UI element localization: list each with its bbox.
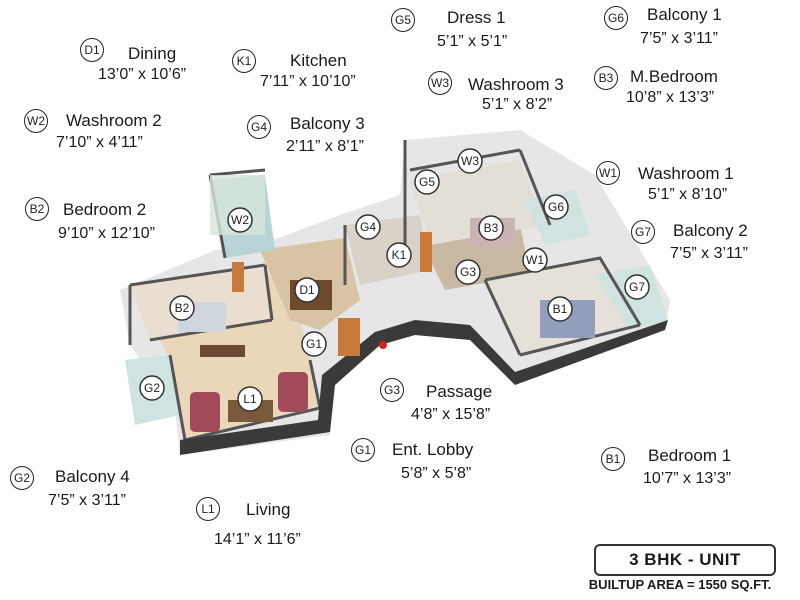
door-kitchen: [420, 232, 432, 272]
svg-text:G3: G3: [460, 265, 476, 279]
legend-badge: D1: [80, 38, 104, 62]
legend-badge: B2: [25, 197, 49, 221]
plan-marker-w1: W1: [522, 247, 548, 273]
svg-text:K1: K1: [392, 248, 407, 262]
legend-room-name: Kitchen: [290, 51, 347, 70]
plan-marker-g3: G3: [455, 259, 481, 285]
legend-room-name: Dress 1: [447, 8, 506, 27]
legend-badge: B1: [601, 447, 625, 471]
legend-room-name: Dining: [128, 44, 177, 63]
legend-room-dims: 2’11” x 8’1”: [286, 138, 364, 155]
plan-marker-g4: G4: [355, 214, 381, 240]
plan-marker-l1: L1: [237, 386, 263, 412]
svg-text:G6: G6: [548, 200, 564, 214]
legend-room-name: Balcony 2: [673, 221, 748, 240]
legend-room-name: Passage: [426, 382, 493, 401]
legend-room-dims: 13’0” x 10’6”: [98, 66, 187, 83]
plan-marker-w3: W3: [457, 148, 483, 174]
legend-room-name: Balcony 1: [647, 5, 722, 24]
legend-room-dims: 7’11” x 10’10”: [260, 73, 356, 90]
svg-text:G4: G4: [360, 220, 376, 234]
legend-badge: B3: [594, 66, 618, 90]
legend-badge: W2: [24, 109, 48, 133]
legend-badge: G5: [391, 8, 415, 32]
legend-room-dims: 5’1” x 8’10”: [648, 186, 728, 203]
legend-badge: W1: [596, 161, 620, 185]
plan-marker-g6: G6: [543, 194, 569, 220]
builtup-area-label: BUILTUP AREA = 1550 SQ.FT.: [588, 577, 772, 592]
legend-room-dims: 7’10” x 4’11”: [56, 134, 143, 151]
plan-marker-b2: B2: [169, 295, 195, 321]
unit-type-label: 3 BHK - UNIT: [594, 544, 776, 576]
svg-text:G5: G5: [419, 175, 435, 189]
svg-text:B1: B1: [553, 302, 568, 316]
svg-text:B2: B2: [175, 301, 190, 315]
plan-marker-w2: W2: [227, 207, 253, 233]
legend-room-name: Bedroom 1: [648, 446, 732, 465]
svg-text:W1: W1: [526, 253, 544, 267]
legend-badge: G4: [247, 115, 271, 139]
door-dining: [232, 262, 244, 292]
tv-unit: [200, 345, 245, 357]
legend-badge: G1: [351, 438, 375, 462]
legend-room-dims: 5’1” x 5’1”: [437, 33, 508, 50]
legend-badge: G2: [10, 466, 34, 490]
entry-marker: [379, 341, 387, 349]
legend-room-dims: 9’10” x 12’10”: [58, 225, 155, 242]
outer-wall-front: [180, 320, 668, 455]
legend-badge: L1: [196, 497, 220, 521]
plan-marker-g1: G1: [301, 331, 327, 357]
plan-marker-b1: B1: [547, 296, 573, 322]
legend-room-name: Bedroom 2: [63, 200, 147, 219]
legend-room-name: M.Bedroom: [630, 67, 718, 86]
legend-badge: G6: [604, 6, 628, 30]
sofa-left: [190, 392, 220, 432]
legend-room-name: Balcony 3: [290, 114, 365, 133]
legend-badge: K1: [232, 49, 256, 73]
plan-marker-b3: B3: [478, 215, 504, 241]
svg-text:B3: B3: [484, 221, 499, 235]
legend-room-name: Living: [246, 500, 291, 519]
svg-text:G2: G2: [144, 381, 160, 395]
legend-room-dims: 5’8” x 5’8”: [401, 465, 472, 482]
legend-badge: G7: [631, 220, 655, 244]
plan-marker-k1: K1: [386, 242, 412, 268]
legend-room-name: Washroom 1: [638, 164, 734, 183]
plan-marker-g7: G7: [624, 274, 650, 300]
svg-text:D1: D1: [299, 283, 315, 297]
legend-room-dims: 10’8” x 13’3”: [626, 89, 715, 106]
svg-text:G7: G7: [629, 280, 645, 294]
legend-room-name: Washroom 3: [468, 75, 564, 94]
door-entrance: [338, 318, 360, 356]
plan-marker-g5: G5: [414, 169, 440, 195]
svg-text:G1: G1: [306, 337, 322, 351]
legend-room-dims: 14’1” x 11’6”: [214, 531, 301, 548]
legend-badge: W3: [428, 71, 452, 95]
legend-room-dims: 7’5” x 3’11”: [640, 30, 718, 47]
legend-room-name: Ent. Lobby: [392, 440, 474, 459]
svg-text:W2: W2: [231, 213, 249, 227]
legend-room-dims: 10’7” x 13’3”: [643, 470, 732, 487]
legend-room-dims: 4’8” x 15’8”: [411, 406, 491, 423]
plan-marker-d1: D1: [294, 277, 320, 303]
legend-badge: G3: [380, 378, 404, 402]
sofa-right: [278, 372, 308, 412]
legend-room-dims: 7’5” x 3’11”: [48, 492, 126, 509]
legend-room-name: Washroom 2: [66, 111, 162, 130]
legend-room-name: Balcony 4: [55, 467, 130, 486]
legend-room-dims: 5’1” x 8’2”: [482, 96, 553, 113]
legend-room-dims: 7’5” x 3’11”: [670, 245, 748, 262]
svg-text:L1: L1: [243, 392, 257, 406]
plan-marker-g2: G2: [139, 375, 165, 401]
svg-text:W3: W3: [461, 154, 479, 168]
